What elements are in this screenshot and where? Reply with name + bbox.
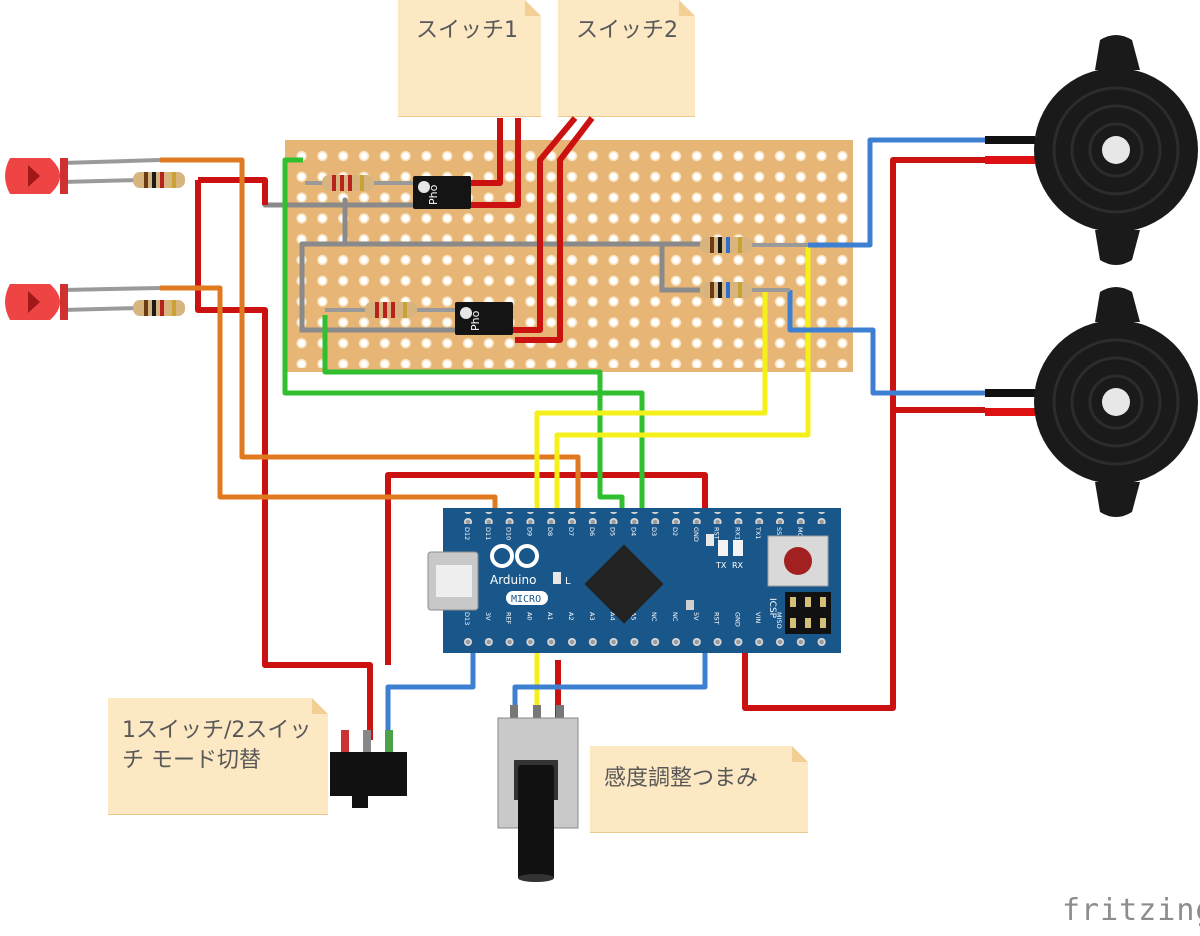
pin-label: D3 — [650, 527, 658, 536]
buzzer-1 — [985, 35, 1198, 265]
resistor-buzzer-1 — [700, 237, 808, 253]
resistor-photo-2 — [325, 302, 455, 318]
led-l-label: L — [565, 576, 571, 587]
note-switch1-text: スイッチ1 — [416, 18, 518, 43]
resistor-led-1 — [133, 172, 185, 188]
pin-label: D5 — [609, 527, 617, 536]
pin-label: A5 — [629, 612, 637, 621]
led-1 — [5, 158, 161, 194]
resistor-photo-1 — [305, 175, 415, 191]
pin-label: 3V — [484, 612, 492, 621]
orange-wires — [160, 157, 581, 520]
pin-label: A0 — [525, 612, 533, 621]
led-2 — [5, 284, 161, 320]
pin-label: MISO — [775, 612, 783, 629]
buzzer-2 — [985, 287, 1198, 517]
resistor-buzzer-2 — [700, 282, 790, 298]
potentiometer-knob[interactable] — [497, 705, 579, 882]
stripboard — [285, 140, 853, 372]
pin-label: D2 — [671, 527, 679, 536]
photo-interrupter-2: Pho — [455, 302, 513, 335]
icsp-label: ICSP — [767, 598, 777, 619]
resistor-led-2 — [133, 300, 185, 316]
note-switch2: スイッチ2 — [558, 0, 695, 116]
pin-label: GND — [733, 612, 741, 627]
pin-label: D12 — [463, 527, 471, 540]
icsp-header — [785, 592, 831, 634]
note-fold — [792, 746, 808, 762]
note-fold — [525, 0, 541, 16]
note-mode-switch-text: 1スイッチ/2スイッチ モード切替 — [122, 718, 312, 773]
rx-label: RX — [732, 561, 744, 570]
tx-label: TX — [715, 561, 727, 570]
pin-label: VIN — [754, 612, 762, 623]
pin-label: A3 — [588, 612, 596, 621]
pin-label: A2 — [567, 612, 575, 621]
photo-2-label: Pho — [469, 310, 482, 331]
pin-label: D10 — [505, 527, 513, 540]
pin-label: RST — [713, 612, 721, 625]
pin-label: D13 — [463, 612, 471, 625]
pin-label: A4 — [609, 612, 617, 621]
pin-label: D7 — [567, 527, 575, 536]
pin-label: RST — [713, 527, 721, 540]
photo-interrupter-1: Pho — [413, 176, 471, 209]
gray-wires — [262, 197, 715, 333]
note-sensitivity: 感度調整つまみ — [590, 746, 808, 832]
pin-label: REF — [505, 612, 513, 625]
pin-label: RX1 — [733, 527, 741, 540]
microcontroller-chip — [584, 544, 664, 624]
blue-wires — [385, 137, 985, 740]
pin-label: MOSI — [796, 527, 804, 544]
bottom-pin-labels: D133VREFA0A1A2A3A4A5NCNC5VRSTGNDVINMISOS… — [463, 612, 804, 629]
pin-label: 5V — [692, 612, 700, 621]
fritzing-logo: fritzing — [1062, 893, 1200, 928]
board-sub-label: MICRO — [511, 594, 541, 605]
pin-label: SS — [775, 527, 783, 535]
slide-switch[interactable] — [330, 730, 407, 808]
pin-label: D11 — [484, 527, 492, 540]
note-switch2-text: スイッチ2 — [576, 18, 678, 43]
pin-label: GND — [692, 527, 700, 542]
note-switch1: スイッチ1 — [398, 0, 541, 116]
photo-1-label: Pho — [427, 184, 440, 205]
pin-label: D9 — [525, 527, 533, 536]
arduino-logo-text: Arduino — [490, 573, 536, 587]
pin-label: D6 — [588, 527, 596, 536]
top-pin-labels: D12 D11 D10 D9 D8 D7 D6 D5 D4 D3 D2 GND RST RX1 TX1 SS M… — [463, 526, 804, 544]
pin-label: D8 — [546, 527, 554, 536]
note-mode-switch: 1スイッチ/2スイッチ モード切替 — [108, 698, 328, 814]
note-fold — [312, 698, 328, 714]
reset-button[interactable] — [767, 535, 829, 587]
pin-label: TX1 — [754, 526, 762, 540]
pin-label: NC — [671, 612, 679, 622]
note-fold — [679, 0, 695, 16]
pin-label: D4 — [629, 527, 637, 536]
pin-label: A1 — [546, 612, 554, 621]
pin-label: NC — [650, 612, 658, 622]
note-sensitivity-text: 感度調整つまみ — [604, 766, 759, 791]
arduino-logo-icon — [490, 544, 539, 568]
